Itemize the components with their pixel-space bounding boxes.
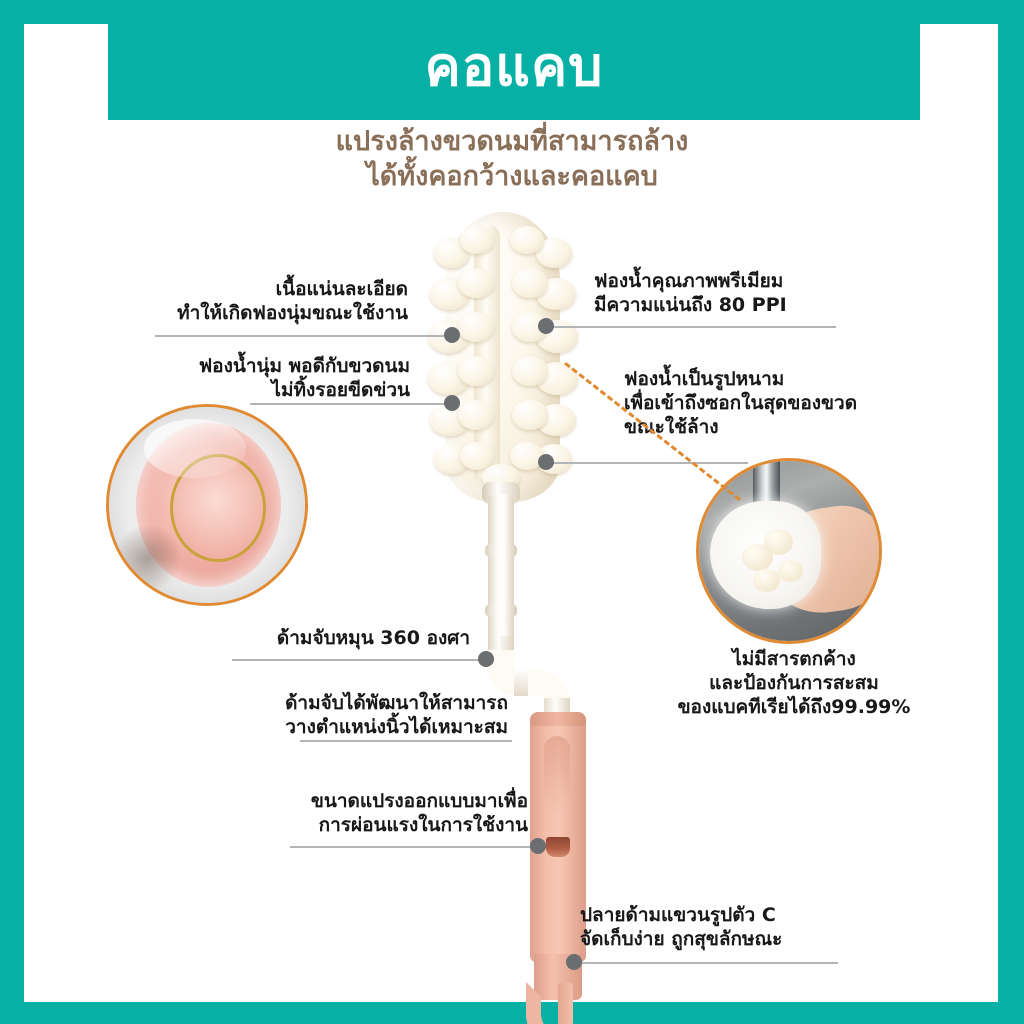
leader-line — [578, 962, 838, 964]
leader-dot — [444, 395, 460, 411]
subtitle-line-1: แปรงล้างขวดนมที่สามารถล้าง — [335, 126, 689, 157]
leader-line — [300, 740, 512, 742]
callout-line: ขนาดแปรงออกแบบมาเพื่อ — [310, 790, 528, 812]
bottle-shadow — [112, 524, 184, 592]
foam-sponge-knob — [763, 529, 793, 555]
handle-top-cap — [530, 712, 586, 726]
callout-line: ฟองน้ำเป็นรูปหนาม — [624, 368, 785, 390]
sponge-knob — [458, 312, 494, 342]
rod-joint-ring — [485, 604, 517, 617]
callout-line: ไม่มีสารตกค้าง — [732, 648, 856, 670]
callout-grip-design: ด้ามจับได้พัฒนาให้สามารถ วางตำแหน่งนิ้วไ… — [250, 692, 508, 740]
callout-premium-ppi: ฟองน้ำคุณภาพพรีเมียม มีความแน่นถึง 80 PP… — [594, 270, 894, 318]
leader-dot — [538, 318, 554, 334]
sponge-knob — [458, 268, 494, 298]
callout-line: ฟองน้ำนุ่ม พอดีกับขวดนม — [198, 355, 410, 377]
leader-dot — [444, 327, 460, 343]
leader-line — [548, 462, 748, 464]
photo-bottle-foam — [106, 404, 308, 606]
sponge-knob — [512, 268, 548, 298]
callout-dense-foam: เนื้อแน่นละเอียด ทำให้เกิดฟองนุ่มขณะใช้ง… — [150, 278, 408, 326]
callout-line: การผ่อนแรงในการใช้งาน — [318, 813, 528, 836]
callout-line: ขณะใช้ล้าง — [624, 415, 719, 438]
product-illustration — [428, 212, 610, 1024]
callout-brush-size: ขนาดแปรงออกแบบมาเพื่อ การผ่อนแรงในการใช้… — [248, 790, 528, 838]
sponge-knob — [512, 356, 548, 386]
callout-c-hook: ปลายด้ามแขวนรูปตัว C จัดเก็บง่าย ถูกสุขล… — [580, 904, 880, 952]
photo-hand-washing — [696, 458, 882, 644]
sponge-knob — [512, 400, 548, 430]
callout-line: ทำให้เกิดฟองนุ่มขณะใช้งาน — [177, 301, 408, 324]
handle-notch — [546, 837, 570, 857]
rod-joint-ring — [485, 544, 517, 557]
frame-bottom-border — [0, 1002, 1024, 1024]
frame-right-border — [998, 0, 1024, 1024]
leader-line — [250, 403, 448, 405]
leader-line — [548, 326, 836, 328]
callout-line: ไม่ทิ้งรอยขีดข่วน — [271, 378, 410, 401]
callout-line: ด้ามจับหมุน 360 องศา — [276, 627, 470, 649]
leader-line — [290, 846, 536, 848]
callout-no-residue: ไม่มีสารตกค้าง และป้องกันการสะสม ของแบคท… — [646, 648, 942, 720]
foam-sponge-knob — [778, 560, 804, 582]
callout-line: ปลายด้ามแขวนรูปตัว C — [580, 904, 776, 926]
subtitle: แปรงล้างขวดนมที่สามารถล้าง ได้ทั้งคอกว้า… — [0, 124, 1024, 194]
leader-line — [232, 659, 480, 661]
c-hook — [526, 982, 586, 1024]
callout-line: ของแบคทีเรียได้ถึง99.99% — [677, 695, 911, 718]
callout-360-handle: ด้ามจับหมุน 360 องศา — [210, 627, 470, 651]
thumb-groove — [544, 736, 570, 818]
frame-left-border — [0, 0, 24, 1024]
callout-line: วางตำแหน่งนิ้วได้เหมาะสม — [285, 715, 508, 738]
header-band: คอแคบ — [108, 0, 920, 120]
bottle-gloss — [144, 418, 247, 478]
callout-line: เนื้อแน่นละเอียด — [275, 278, 408, 300]
leader-dot — [530, 838, 546, 854]
callout-line: ฟองน้ำคุณภาพพรีเมียม — [594, 270, 784, 292]
callout-line: และป้องกันการสะสม — [709, 671, 879, 694]
sponge-knob — [510, 226, 544, 254]
c-hook-tip — [558, 982, 573, 1024]
leader-dot — [566, 954, 582, 970]
sponge-knob — [460, 226, 494, 254]
sponge-knob — [458, 356, 494, 386]
page-title: คอแคบ — [424, 35, 604, 98]
brush-rod — [488, 494, 514, 644]
callout-line: มีความแน่นถึง 80 PPI — [594, 293, 787, 316]
callout-line: จัดเก็บง่าย ถูกสุขลักษณะ — [580, 927, 783, 950]
subtitle-line-2: ได้ทั้งคอกว้างและคอแคบ — [366, 161, 658, 193]
leader-dot — [478, 651, 494, 667]
sponge-knob — [460, 442, 494, 470]
callout-line: เพื่อเข้าถึงซอกในสุดของขวด — [624, 391, 858, 414]
callout-line: ด้ามจับได้พัฒนาให้สามารถ — [285, 692, 508, 714]
leader-line — [155, 335, 448, 337]
sponge-knob — [458, 400, 494, 430]
leader-dot — [538, 454, 554, 470]
callout-soft-foam: ฟองน้ำนุ่ม พอดีกับขวดนม ไม่ทิ้งรอยขีดข่ว… — [155, 355, 410, 403]
foam-sponge-knob — [753, 569, 780, 593]
callout-spike-shape: ฟองน้ำเป็นรูปหนาม เพื่อเข้าถึงซอกในสุดขอ… — [624, 368, 954, 440]
